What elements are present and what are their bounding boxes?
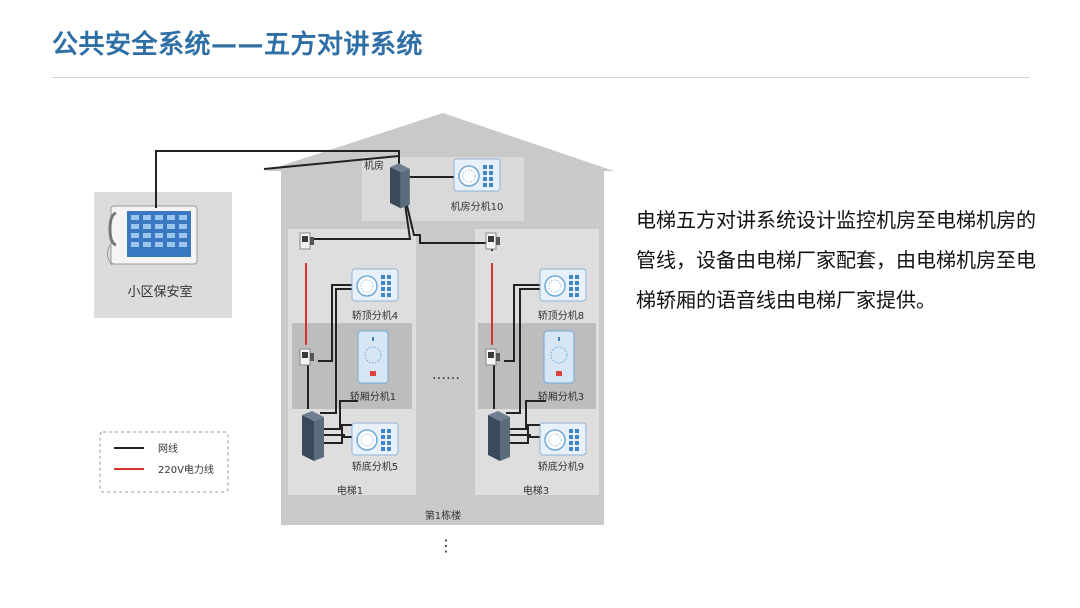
- car-1: [292, 323, 412, 409]
- description-text: 电梯五方对讲系统设计监控机房至电梯机房的管线，设备由电梯厂家配套，由电梯机房至电…: [636, 208, 1036, 312]
- legend-box: [99, 431, 229, 493]
- machine-room-ext-label: 机房分机10: [451, 200, 504, 213]
- legend-network-label: 网线: [158, 442, 178, 455]
- building-label: 第1栋楼: [425, 509, 461, 522]
- car-panel-icon: [543, 330, 575, 384]
- page-title: 公共安全系统——五方对讲系统: [52, 30, 424, 60]
- machine-room-label: 机房: [364, 159, 384, 172]
- more-buildings-label: ⋮: [438, 536, 454, 555]
- elevator1-top-label: 轿顶分机4: [352, 309, 398, 322]
- car-3: [478, 323, 596, 409]
- legend-power-label: 220V电力线: [158, 463, 214, 476]
- elevator1-label: 电梯1: [337, 484, 363, 497]
- ellipsis-label: ……: [432, 367, 460, 383]
- elevator1-car-label: 轿厢分机1: [350, 390, 396, 403]
- bottom-panel-icon: [539, 422, 587, 456]
- security-room-label: 小区保安室: [127, 284, 192, 300]
- intercom-diagram: 小区保安室 机房 机房分机10 轿顶分机4 轿厢分机1 轿底分机5 轿顶分机8 …: [94, 113, 618, 560]
- elevator-hub-icon: [302, 411, 324, 461]
- elevator3-bottom-label: 轿底分机9: [538, 460, 584, 473]
- elevator1-bottom-label: 轿底分机5: [352, 460, 398, 473]
- machine-room-panel-icon: [453, 158, 501, 192]
- machine-room-hub-icon: [390, 163, 410, 209]
- elevator-hub-icon: [488, 411, 510, 461]
- elevator3-car-label: 轿厢分机3: [538, 390, 584, 403]
- elevator3-label: 电梯3: [523, 484, 549, 497]
- top-panel-icon: [351, 268, 399, 302]
- title-divider: [52, 77, 1030, 78]
- car-panel-icon: [357, 330, 389, 384]
- elevator3-top-label: 轿顶分机8: [538, 309, 584, 322]
- handset-icon: [108, 211, 117, 247]
- bottom-panel-icon: [351, 422, 399, 456]
- top-panel-icon: [539, 268, 587, 302]
